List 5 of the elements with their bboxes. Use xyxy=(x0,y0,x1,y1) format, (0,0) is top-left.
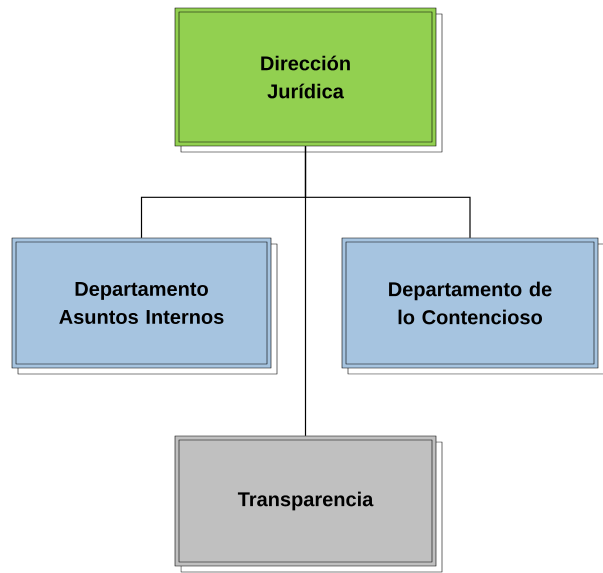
org-box: Transparencia xyxy=(174,436,442,572)
org-box: Dirección Jurídica xyxy=(174,8,442,152)
connector-line xyxy=(304,146,306,436)
org-box: Departamento Asuntos Internos xyxy=(12,238,278,374)
org-box: Departamento de lo Contencioso xyxy=(342,238,603,374)
